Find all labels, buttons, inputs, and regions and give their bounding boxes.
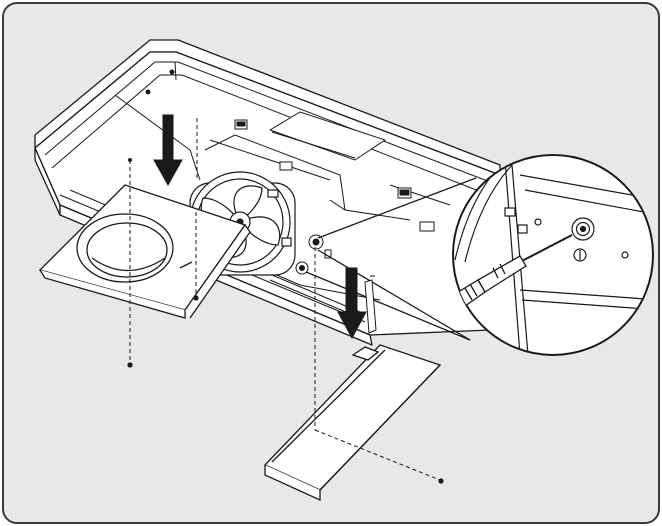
- screw-icon: [193, 295, 199, 301]
- duct-collar-inner: [86, 222, 168, 278]
- screws: [127, 158, 444, 484]
- down-arrow-icon: [337, 267, 367, 340]
- hood-small-parts: [145, 69, 435, 275]
- bottom-front-panel: [263, 344, 442, 502]
- screw-icon: [571, 217, 595, 241]
- screw-icon: [127, 362, 133, 368]
- down-arrow-icon: [153, 114, 183, 187]
- down-arrows: [153, 114, 367, 340]
- screw-icon: [438, 478, 444, 484]
- bracket-mid: [279, 161, 293, 171]
- zoom-detail-circle: [452, 154, 654, 356]
- screw-icon: [128, 158, 132, 162]
- control-panel-slot: [268, 111, 387, 161]
- assembly-guide-lines: [129, 118, 441, 481]
- bracket-side: [419, 221, 435, 232]
- zoom-callout-lines: [305, 177, 477, 341]
- screw-icon: [573, 248, 587, 262]
- left-cover-plate: [38, 184, 251, 319]
- hood-side-flap: [364, 275, 377, 334]
